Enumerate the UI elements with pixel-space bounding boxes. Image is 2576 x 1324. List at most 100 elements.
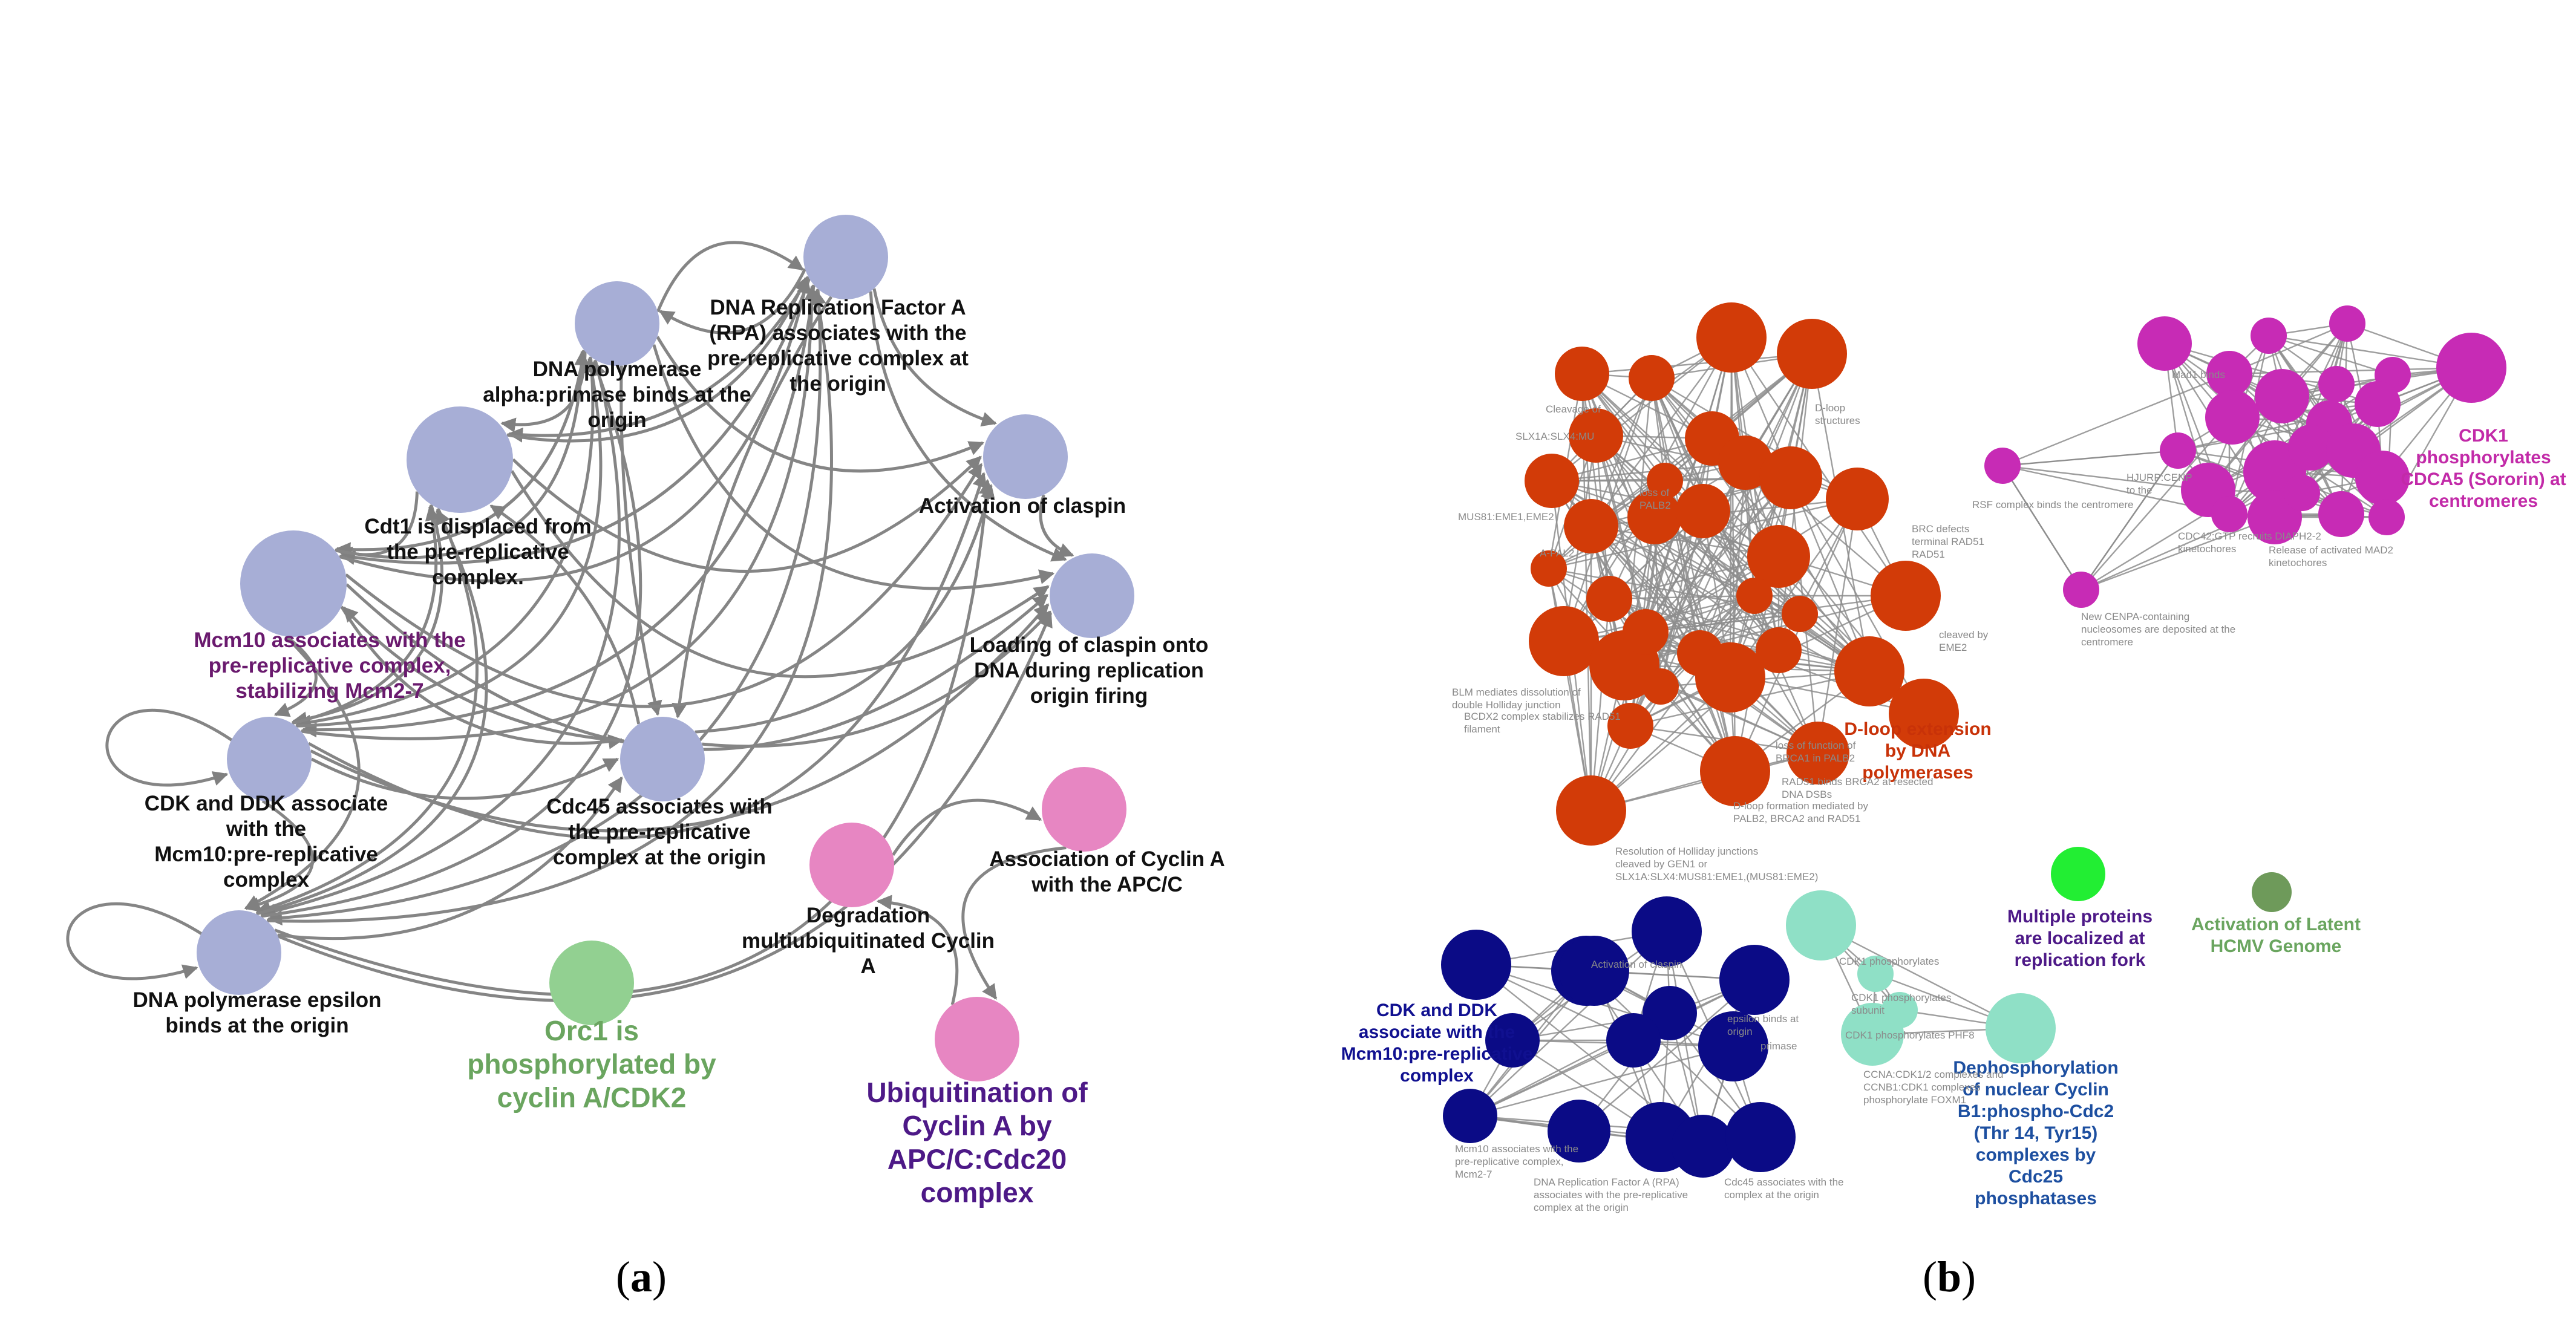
node-b-aqua-1[interactable]: [1857, 956, 1894, 992]
node-b-magenta-0[interactable]: [2137, 316, 2192, 371]
node-b-orange-13[interactable]: [1826, 468, 1889, 530]
node-b-orange-26[interactable]: [1623, 609, 1669, 655]
node-b-magenta-1[interactable]: [2206, 351, 2252, 397]
node-b-hcmv[interactable]: [2252, 872, 2292, 912]
node-loading[interactable]: [1050, 553, 1134, 638]
node-b-magenta-6[interactable]: [2205, 390, 2260, 445]
node-b-orange-18[interactable]: [1525, 454, 1579, 508]
node-b-magenta-15[interactable]: [2355, 451, 2410, 505]
node-b-navy-13[interactable]: [1443, 1089, 1497, 1143]
node-degradation[interactable]: [809, 823, 894, 907]
node-polepsilon[interactable]: [197, 910, 281, 995]
node-b-navy-6[interactable]: [1698, 1011, 1768, 1081]
node-b-magenta-4[interactable]: [2318, 366, 2355, 402]
node-b-orange-32[interactable]: [1695, 642, 1765, 713]
node-ubiq[interactable]: [935, 997, 1019, 1081]
node-b-orange-24[interactable]: [1586, 576, 1632, 622]
node-b-orange-0[interactable]: [1696, 302, 1767, 373]
node-b-orange-27[interactable]: [1607, 703, 1653, 749]
node-b-orange-10[interactable]: [1718, 435, 1773, 490]
node-b-magenta-3[interactable]: [2329, 305, 2365, 342]
node-b-magenta-9[interactable]: [2355, 381, 2401, 427]
minor-label-m27: CDK1 phosphorylates: [1839, 956, 1939, 967]
edge-a-claspin-loading: [1039, 494, 1074, 558]
node-b-orange-11[interactable]: [1759, 446, 1822, 509]
node-b-orange-21[interactable]: [1700, 736, 1770, 806]
label-mcm10-line: pre-replicative complex,: [209, 654, 451, 677]
node-b-magenta-10[interactable]: [2160, 432, 2196, 469]
node-b-orange-29[interactable]: [1871, 561, 1941, 631]
node-b-aqua-3[interactable]: [1841, 1003, 1904, 1066]
node-b-magenta-18[interactable]: [2211, 496, 2247, 532]
node-mcm10[interactable]: [240, 530, 347, 637]
minor-label-m22-line: origin: [1727, 1026, 1753, 1037]
minor-label-m23: primase: [1760, 1040, 1797, 1052]
minor-label-m7: A-PAL2: [1540, 547, 1574, 559]
node-b-orange-30[interactable]: [1889, 679, 1959, 749]
node-b-magenta-19[interactable]: [2284, 475, 2320, 511]
node-claspin[interactable]: [983, 414, 1068, 499]
edge-b-navy: [1666, 931, 1704, 1147]
node-b-magenta-7[interactable]: [2255, 369, 2309, 423]
node-b-orange-22[interactable]: [1643, 668, 1679, 705]
node-b-multiple-proteins[interactable]: [2051, 847, 2105, 901]
node-assoccyclin[interactable]: [1042, 767, 1126, 852]
edge-b-magenta-tail: [2081, 450, 2179, 590]
caption-a: (a): [616, 1253, 667, 1301]
node-b-magenta-2[interactable]: [2251, 318, 2287, 354]
node-b-navy-5[interactable]: [1606, 1013, 1661, 1068]
node-b-magenta-21[interactable]: [1984, 448, 2021, 484]
label-loading-line: origin firing: [1030, 684, 1148, 708]
node-b-orange-1[interactable]: [1777, 319, 1847, 389]
node-b-magenta-20[interactable]: [2368, 499, 2405, 535]
node-b-navy-2[interactable]: [1632, 896, 1702, 967]
node-b-orange-3[interactable]: [1569, 408, 1623, 463]
edge-a-polepsilon-rpa: [266, 289, 833, 923]
node-rpa[interactable]: [803, 215, 888, 299]
node-b-navy-3[interactable]: [1719, 945, 1790, 1015]
node-orc1[interactable]: [549, 941, 634, 1025]
node-b-orange-16[interactable]: [1529, 606, 1599, 676]
node-b-orange-8[interactable]: [1647, 463, 1683, 499]
node-b-orange-9[interactable]: [1676, 484, 1730, 538]
node-b-magenta-22[interactable]: [2063, 572, 2099, 608]
node-b-magenta-16[interactable]: [2318, 491, 2364, 537]
node-polalpha[interactable]: [575, 281, 659, 366]
node-b-aqua-4[interactable]: [1986, 993, 2056, 1063]
node-b-orange-6[interactable]: [1627, 490, 1682, 544]
node-b-navy-7[interactable]: [1441, 930, 1511, 1000]
node-b-orange-15[interactable]: [1782, 596, 1818, 632]
node-cdt1[interactable]: [407, 406, 513, 513]
node-cdc45[interactable]: [620, 717, 705, 801]
node-b-orange-4[interactable]: [1629, 355, 1675, 401]
node-b-orange-12[interactable]: [1747, 525, 1810, 588]
label-cdk-line: CDK and DDK associate: [145, 792, 388, 815]
node-b-magenta-23[interactable]: [2436, 333, 2506, 403]
node-b-orange-19[interactable]: [1834, 636, 1904, 706]
label-ubiq-line: complex: [921, 1177, 1034, 1208]
node-b-orange-20[interactable]: [1787, 722, 1849, 784]
label-rpa-line: the origin: [789, 372, 886, 396]
group-label-cdkddk-line: CDK and DDK: [1376, 1000, 1497, 1020]
node-b-aqua-0[interactable]: [1786, 890, 1856, 960]
node-b-orange-23[interactable]: [1531, 550, 1567, 587]
node-b-navy-12[interactable]: [1725, 1102, 1796, 1172]
node-b-navy-8[interactable]: [1485, 1013, 1540, 1068]
node-b-navy-1[interactable]: [1559, 936, 1629, 1006]
node-cdk[interactable]: [227, 717, 312, 801]
edge-b-orange: [1645, 477, 1791, 633]
node-b-magenta-13[interactable]: [2288, 425, 2334, 471]
node-b-navy-11[interactable]: [1672, 1115, 1734, 1178]
node-b-orange-7[interactable]: [1564, 499, 1618, 553]
node-b-orange-2[interactable]: [1555, 347, 1609, 401]
node-b-navy-9[interactable]: [1548, 1100, 1610, 1163]
node-b-orange-14[interactable]: [1736, 578, 1773, 614]
label-cdc45-line: the pre-replicative: [568, 820, 751, 844]
node-b-orange-25[interactable]: [1756, 627, 1802, 673]
node-b-orange-28[interactable]: [1556, 775, 1626, 846]
